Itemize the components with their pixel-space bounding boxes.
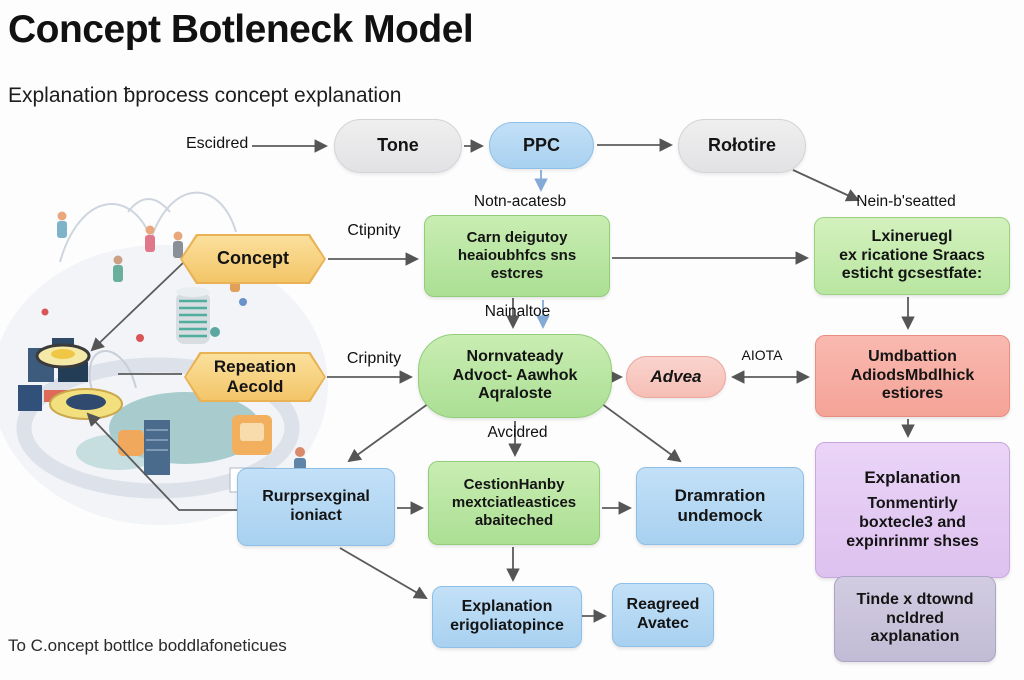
node-explanation-erig-line1: Explanation	[461, 598, 553, 616]
node-repeation-hexagon: Repeation Aecold	[184, 352, 326, 402]
page-subtitle: Explanation ƀprocess concept explanation	[8, 84, 402, 107]
node-dramration-line2: undemock	[677, 506, 763, 525]
node-nornvateady: Nornvateady Advoct- Aawhok Aqraloste	[418, 334, 612, 418]
node-concept-label: Concept	[217, 248, 289, 269]
node-rolotire-label: Rołotire	[707, 135, 776, 156]
node-cestionhanby-line3: abaiteched	[474, 511, 554, 529]
node-nornvateady-line3: Aqraloste	[478, 385, 552, 403]
node-rurprsexginal-line2: ioniact	[290, 507, 342, 524]
node-explanation-panel-title: Explanation	[864, 468, 961, 488]
edge-label-cripnity: Cripnity	[346, 350, 402, 367]
node-repeation-line2: Aecold	[226, 377, 284, 396]
node-explanation-panel-line2: boxtecle3 and	[859, 514, 966, 532]
node-ppc: PPC	[489, 122, 594, 169]
edge-label-aiota: AIOTA	[741, 347, 783, 363]
node-carn-line2: heaioubhfcs sns	[457, 247, 577, 265]
node-reagreed-line2: Avatec	[637, 615, 689, 632]
node-nornvateady-line1: Nornvateady	[466, 347, 564, 365]
node-explanation-panel-line3: expinrinmr shses	[846, 532, 979, 550]
node-advea-label: Advea	[650, 366, 702, 386]
node-carn: Carn deigutoy heaioubhfcs sns estcres	[424, 215, 610, 297]
node-reagreed-line1: Reagreed	[626, 596, 700, 614]
node-tinde: Tinde x dtownd ncldred axplanation	[834, 576, 996, 662]
node-nornvateady-line2: Advoct- Aawhok	[452, 366, 578, 384]
node-carn-line1: Carn deigutoy	[466, 229, 568, 247]
edge-label-escidred: Escidred	[186, 135, 249, 152]
node-cestionhanby-line2: mextciatleastices	[451, 494, 577, 512]
node-rurprsexginal: Rurprsexginal ioniact	[237, 468, 395, 546]
node-explanation-erig: Explanation erigoliatopince	[432, 586, 582, 648]
node-lxineruegl-line3: esticht gcsestfate:	[841, 265, 983, 283]
node-explanation-panel: Explanation Tonmentirly boxtecle3 and ex…	[815, 442, 1010, 578]
node-rurprsexginal-line1: Rurprsexginal	[262, 488, 370, 506]
node-explanation-panel-line1: Tonmentirly	[867, 495, 958, 513]
node-lxineruegl-line1: Lxineruegl	[871, 227, 953, 245]
node-tinde-line1: Tinde x dtownd	[856, 590, 974, 608]
node-lxineruegl-line2: ex ricatione Sraacs	[839, 246, 985, 264]
node-ppc-label: PPC	[522, 134, 560, 155]
edge-label-nein-bseatted: Nein-b'seatted	[856, 193, 956, 210]
node-concept-hexagon: Concept	[180, 234, 326, 284]
footnote: To C.oncept bottlce boddlafoneticues	[8, 636, 287, 655]
node-tinde-line3: axplanation	[870, 628, 960, 646]
node-advea: Advea	[626, 356, 726, 398]
node-reagreed: Reagreed Avatec	[612, 583, 714, 647]
node-tone: Tone	[334, 119, 462, 173]
page-title: Concept Botleneck Model	[8, 8, 474, 51]
edge-label-notn-acatesb: Notn-acatesb	[473, 193, 567, 210]
node-umdbattion-line1: Umdbattion	[868, 347, 957, 365]
node-tone-label: Tone	[377, 135, 419, 156]
edge-label-nainaltoe: Nainaltoe	[484, 303, 551, 320]
node-cestionhanby-line1: CestionHanby	[463, 476, 565, 494]
hexagon-fill	[182, 236, 324, 282]
node-repeation-line1: Repeation	[213, 356, 297, 376]
node-dramration: Dramration undemock	[636, 467, 804, 545]
node-umdbattion-line2: AdiodsMbdlhick	[850, 366, 975, 384]
node-carn-line3: estcres	[490, 264, 544, 282]
node-cestionhanby: CestionHanby mextciatleastices abaiteche…	[428, 461, 600, 545]
node-dramration-line1: Dramration	[674, 485, 766, 505]
edge-label-ctipnity: Ctipnity	[347, 222, 401, 239]
hexagon-fill	[186, 354, 324, 400]
node-explanation-erig-line2: erigoliatopince	[450, 617, 564, 634]
node-tinde-line2: ncldred	[886, 609, 944, 627]
node-rolotire: Rołotire	[678, 119, 806, 173]
edge-label-avcidred: Avcidred	[487, 424, 548, 441]
node-umdbattion: Umdbattion AdiodsMbdlhick estiores	[815, 335, 1010, 417]
node-lxineruegl: Lxineruegl ex ricatione Sraacs esticht g…	[814, 217, 1010, 295]
node-umdbattion-line3: estiores	[881, 385, 944, 403]
